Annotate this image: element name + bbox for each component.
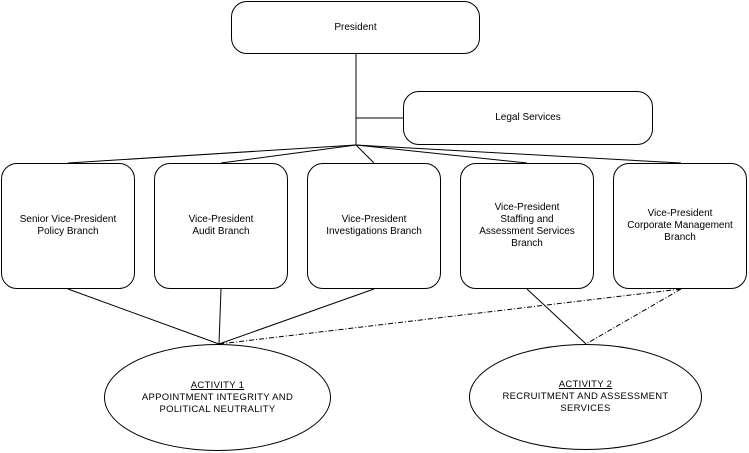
activity-1-title: ACTIVITY 1 xyxy=(190,379,245,391)
activity-1-description: APPOINTMENT INTEGRITY AND POLITICAL NEUT… xyxy=(141,391,294,415)
connector-to-investigations xyxy=(355,144,375,164)
connector-policy-activity1 xyxy=(67,288,220,345)
branch-box-staffing: Vice-President Staffing and Assessment S… xyxy=(460,163,594,289)
connector-corporate-activity2 xyxy=(585,288,682,345)
activity-2-ellipse: ACTIVITY 2 RECRUITMENT AND ASSESSMENT SE… xyxy=(469,344,702,450)
branch-label-staffing: Vice-President Staffing and Assessment S… xyxy=(479,202,575,249)
branch-box-corporate: Vice-President Corporate Management Bran… xyxy=(613,163,747,289)
activity-2-description: RECRUITMENT AND ASSESSMENT SERVICES xyxy=(502,391,669,414)
connector-to-corporate xyxy=(355,144,682,164)
branch-label-audit: Vice-President Audit Branch xyxy=(188,214,254,237)
connector-staffing-activity2 xyxy=(526,288,587,345)
connector-corporate-activity1 xyxy=(218,288,682,345)
activity-1-ellipse: ACTIVITY 1 APPOINTMENT INTEGRITY AND POL… xyxy=(104,344,331,451)
connector-investigations-activity1 xyxy=(218,288,375,345)
branch-box-investigations: Vice-President Investigations Branch xyxy=(307,163,441,289)
activity-2-title: ACTIVITY 2 xyxy=(558,379,613,390)
connector-to-audit xyxy=(220,144,357,164)
connector-audit-activity1 xyxy=(218,288,222,345)
branch-label-policy: Senior Vice-President Policy Branch xyxy=(19,214,117,237)
branch-box-policy: Senior Vice-President Policy Branch xyxy=(1,163,135,289)
president-label: President xyxy=(334,21,377,33)
legal-services-label: Legal Services xyxy=(495,112,561,123)
connector-to-staffing xyxy=(355,144,528,164)
legal-services-box: Legal Services xyxy=(403,91,653,145)
connector-to-policy xyxy=(67,144,357,164)
branch-box-audit: Vice-President Audit Branch xyxy=(154,163,288,289)
branch-label-corporate: Vice-President Corporate Management Bran… xyxy=(627,208,733,243)
branch-label-investigations: Vice-President Investigations Branch xyxy=(326,214,422,237)
president-box: President xyxy=(231,1,480,54)
